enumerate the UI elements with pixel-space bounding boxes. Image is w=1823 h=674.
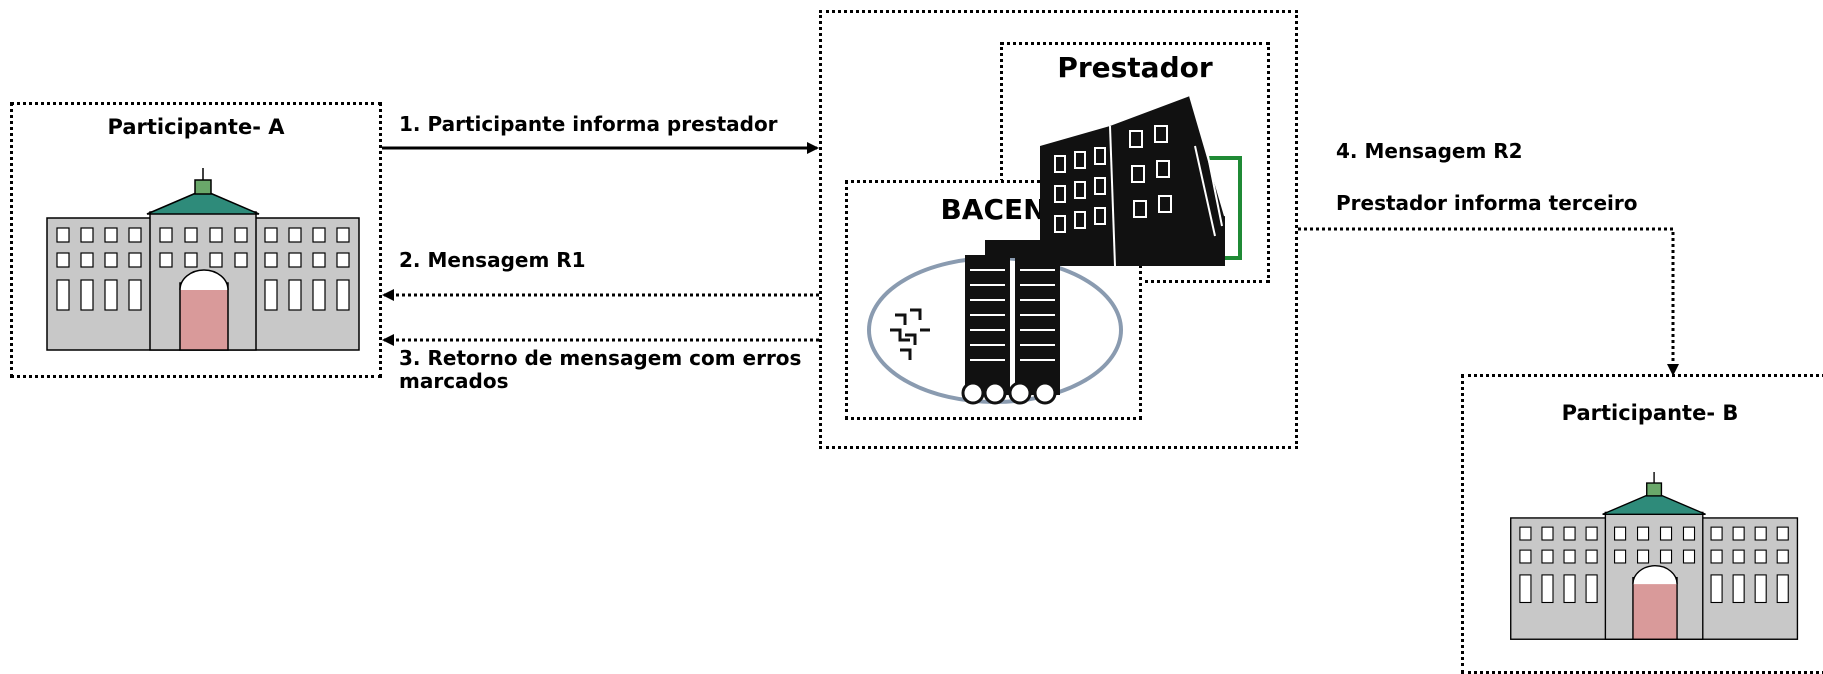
bacen-title: BACEN (940, 193, 1047, 226)
participant-b-title: Participante- B (1561, 401, 1739, 425)
step4-label-line2: Prestador informa terceiro (1336, 191, 1638, 215)
participant-a-title: Participante- A (107, 115, 285, 139)
prestador-title: Prestador (1057, 51, 1213, 84)
office-building-icon (1040, 95, 1242, 266)
step1-label: 1. Participante informa prestador (399, 112, 778, 136)
step2-label: 2. Mensagem R1 (399, 248, 586, 272)
step3-label-line2: marcados (399, 369, 509, 393)
government-building-icon (46, 168, 360, 351)
central-bank-tower-icon (867, 240, 1123, 405)
step4-label-line1: 4. Mensagem R2 (1336, 139, 1523, 163)
arrows-layer (382, 142, 1679, 376)
step3-label-line1: 3. Retorno de mensagem com erros (399, 346, 802, 370)
government-building-icon (1510, 472, 1799, 640)
arrow-step4 (1298, 227, 1679, 376)
